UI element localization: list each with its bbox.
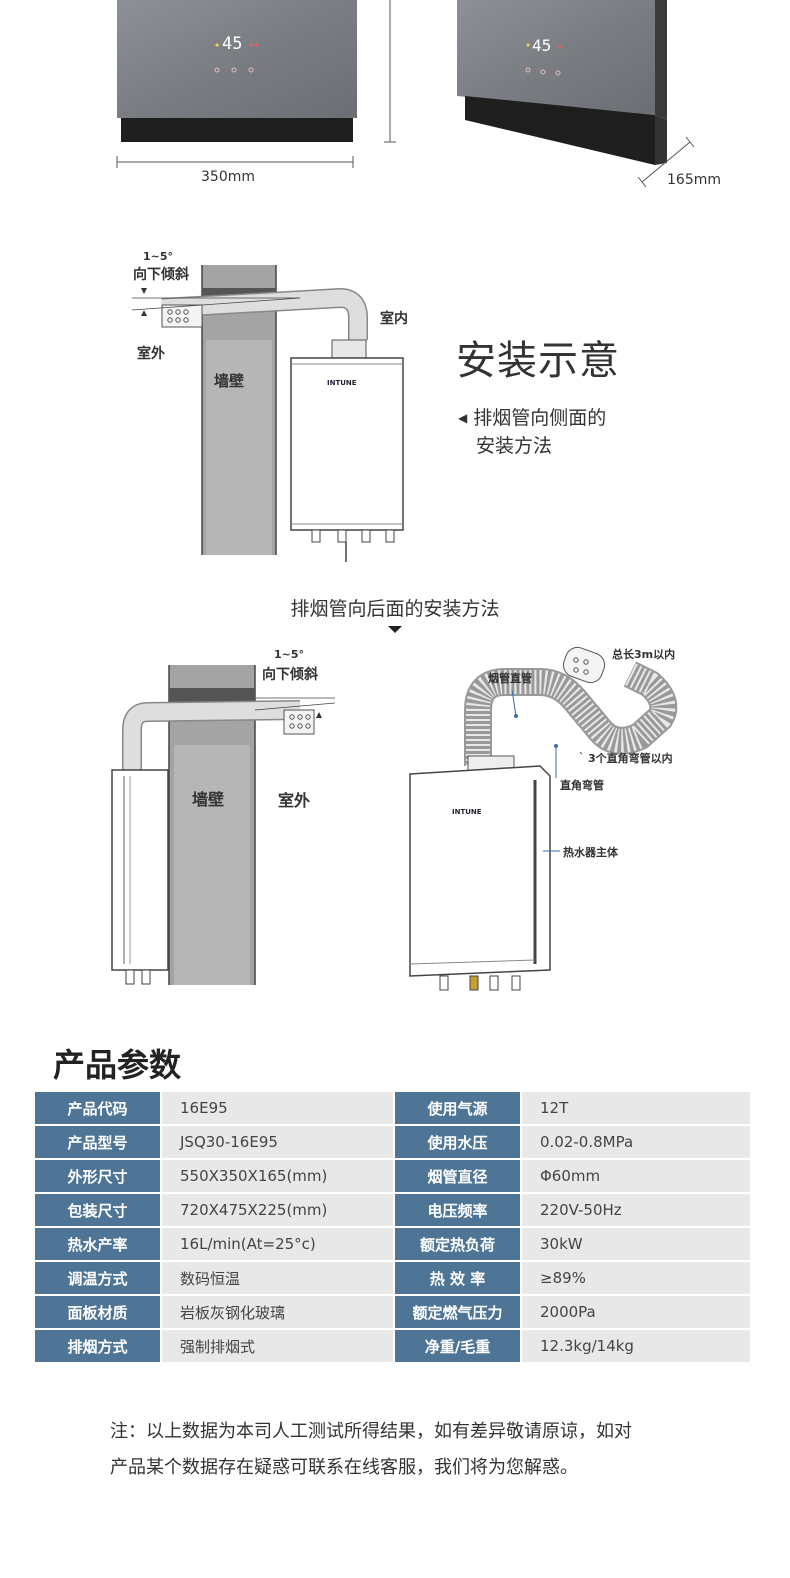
back-install-diagram (111, 646, 678, 991)
install-note-line2: 安装方法 (476, 435, 553, 457)
param-value: 强制排烟式 (162, 1330, 395, 1364)
param-key: 产品型号 (35, 1126, 162, 1160)
param-key: 额定燃气压力 (395, 1296, 522, 1330)
side-wall-label: 墙壁 (214, 372, 245, 390)
footnote: 注：以上数据为本司人工测试所得结果，如有差异敬请原谅，如对 产品某个数据存在疑惑… (110, 1414, 710, 1486)
param-key: 包装尺寸 (35, 1194, 162, 1228)
param-key: 净重/毛重 (395, 1330, 522, 1364)
side-angle-label: 1~5° (143, 250, 174, 263)
back-tilt-label: 向下倾斜 (262, 667, 318, 683)
install-note-line1: 排烟管向侧面的 (473, 407, 607, 429)
side-install-diagram (131, 265, 404, 562)
param-key: 外形尺寸 (35, 1160, 162, 1194)
param-value: 30kW (522, 1228, 750, 1262)
param-key: 电压频率 (395, 1194, 522, 1228)
heater-back-view (409, 765, 551, 977)
params-title: 产品参数 (53, 1046, 182, 1084)
param-key: 使用水压 (395, 1126, 522, 1160)
down-triangle-icon (388, 626, 402, 633)
elbow-label: 直角弯管 (560, 779, 604, 792)
param-value: 720X475X225(mm) (162, 1194, 395, 1228)
table-row: 调温方式数码恒温热 效 率≥89% (35, 1262, 750, 1296)
param-key: 产品代码 (35, 1092, 162, 1126)
param-value: 220V-50Hz (522, 1194, 750, 1228)
heater-side-panel (457, 0, 655, 115)
heater-front-panel (117, 0, 357, 118)
back-brand-logo: INTUNE (452, 808, 482, 816)
param-key: 使用气源 (395, 1092, 522, 1126)
back-install-title: 排烟管向后面的安装方法 (290, 598, 500, 620)
total-length-label: 总长3m以内 (612, 648, 676, 661)
left-triangle-icon: ◀ (458, 411, 468, 425)
param-value: 16L/min(At=25°c) (162, 1228, 395, 1262)
depth-label: 165mm (667, 172, 721, 188)
display-readout: 45 (222, 34, 243, 54)
param-key: 热 效 率 (395, 1262, 522, 1296)
heater-front-base (121, 118, 353, 142)
param-key: 排烟方式 (35, 1330, 162, 1364)
elbows-label: 3个直角弯管以内 (588, 752, 673, 765)
heater-side-view (290, 357, 404, 531)
param-key: 面板材质 (35, 1296, 162, 1330)
back-angle-label: 1~5° (274, 648, 305, 661)
param-value: 12.3kg/14kg (522, 1330, 750, 1364)
table-row: 排烟方式强制排烟式净重/毛重 12.3kg/14kg (35, 1330, 750, 1364)
param-value: 550X350X165(mm) (162, 1160, 395, 1194)
back-wall-label: 墙壁 (192, 790, 225, 809)
display-readout-side: 45 (532, 36, 552, 55)
install-title: 安装示意 (456, 338, 620, 384)
param-value: 16E95 (162, 1092, 395, 1126)
side-indoor-label: 室内 (380, 311, 408, 327)
param-value: Φ60mm (522, 1160, 750, 1194)
param-value: 12T (522, 1092, 750, 1126)
heater-side-base (465, 96, 655, 165)
footnote-line2: 产品某个数据存在疑惑可联系在线客服，我们将为您解惑。 (110, 1457, 578, 1478)
footnote-line1: 注：以上数据为本司人工测试所得结果，如有差异敬请原谅，如对 (110, 1421, 632, 1442)
straight-pipe-label: 烟管直管 (488, 672, 532, 685)
param-key: 热水产率 (35, 1228, 162, 1262)
param-value: 0.02-0.8MPa (522, 1126, 750, 1160)
param-key: 调温方式 (35, 1262, 162, 1296)
param-value: 2000Pa (522, 1296, 750, 1330)
param-key: 额定热负荷 (395, 1228, 522, 1262)
body-label: 热水器主体 (563, 846, 618, 859)
param-value: 岩板灰钢化玻璃 (162, 1296, 395, 1330)
param-value: ≥89% (522, 1262, 750, 1296)
back-outdoor-label: 室外 (278, 791, 311, 810)
side-tilt-label: 向下倾斜 (133, 267, 189, 283)
install-note: ◀ 排烟管向侧面的 安装方法 (458, 404, 606, 460)
side-brand-logo: INTUNE (327, 379, 357, 387)
width-label: 350mm (201, 169, 255, 185)
side-outdoor-label: 室外 (137, 346, 165, 362)
dimension-drawing (116, 0, 695, 188)
param-key: 烟管直径 (395, 1160, 522, 1194)
param-value: JSQ30-16E95 (162, 1126, 395, 1160)
param-value: 数码恒温 (162, 1262, 395, 1296)
